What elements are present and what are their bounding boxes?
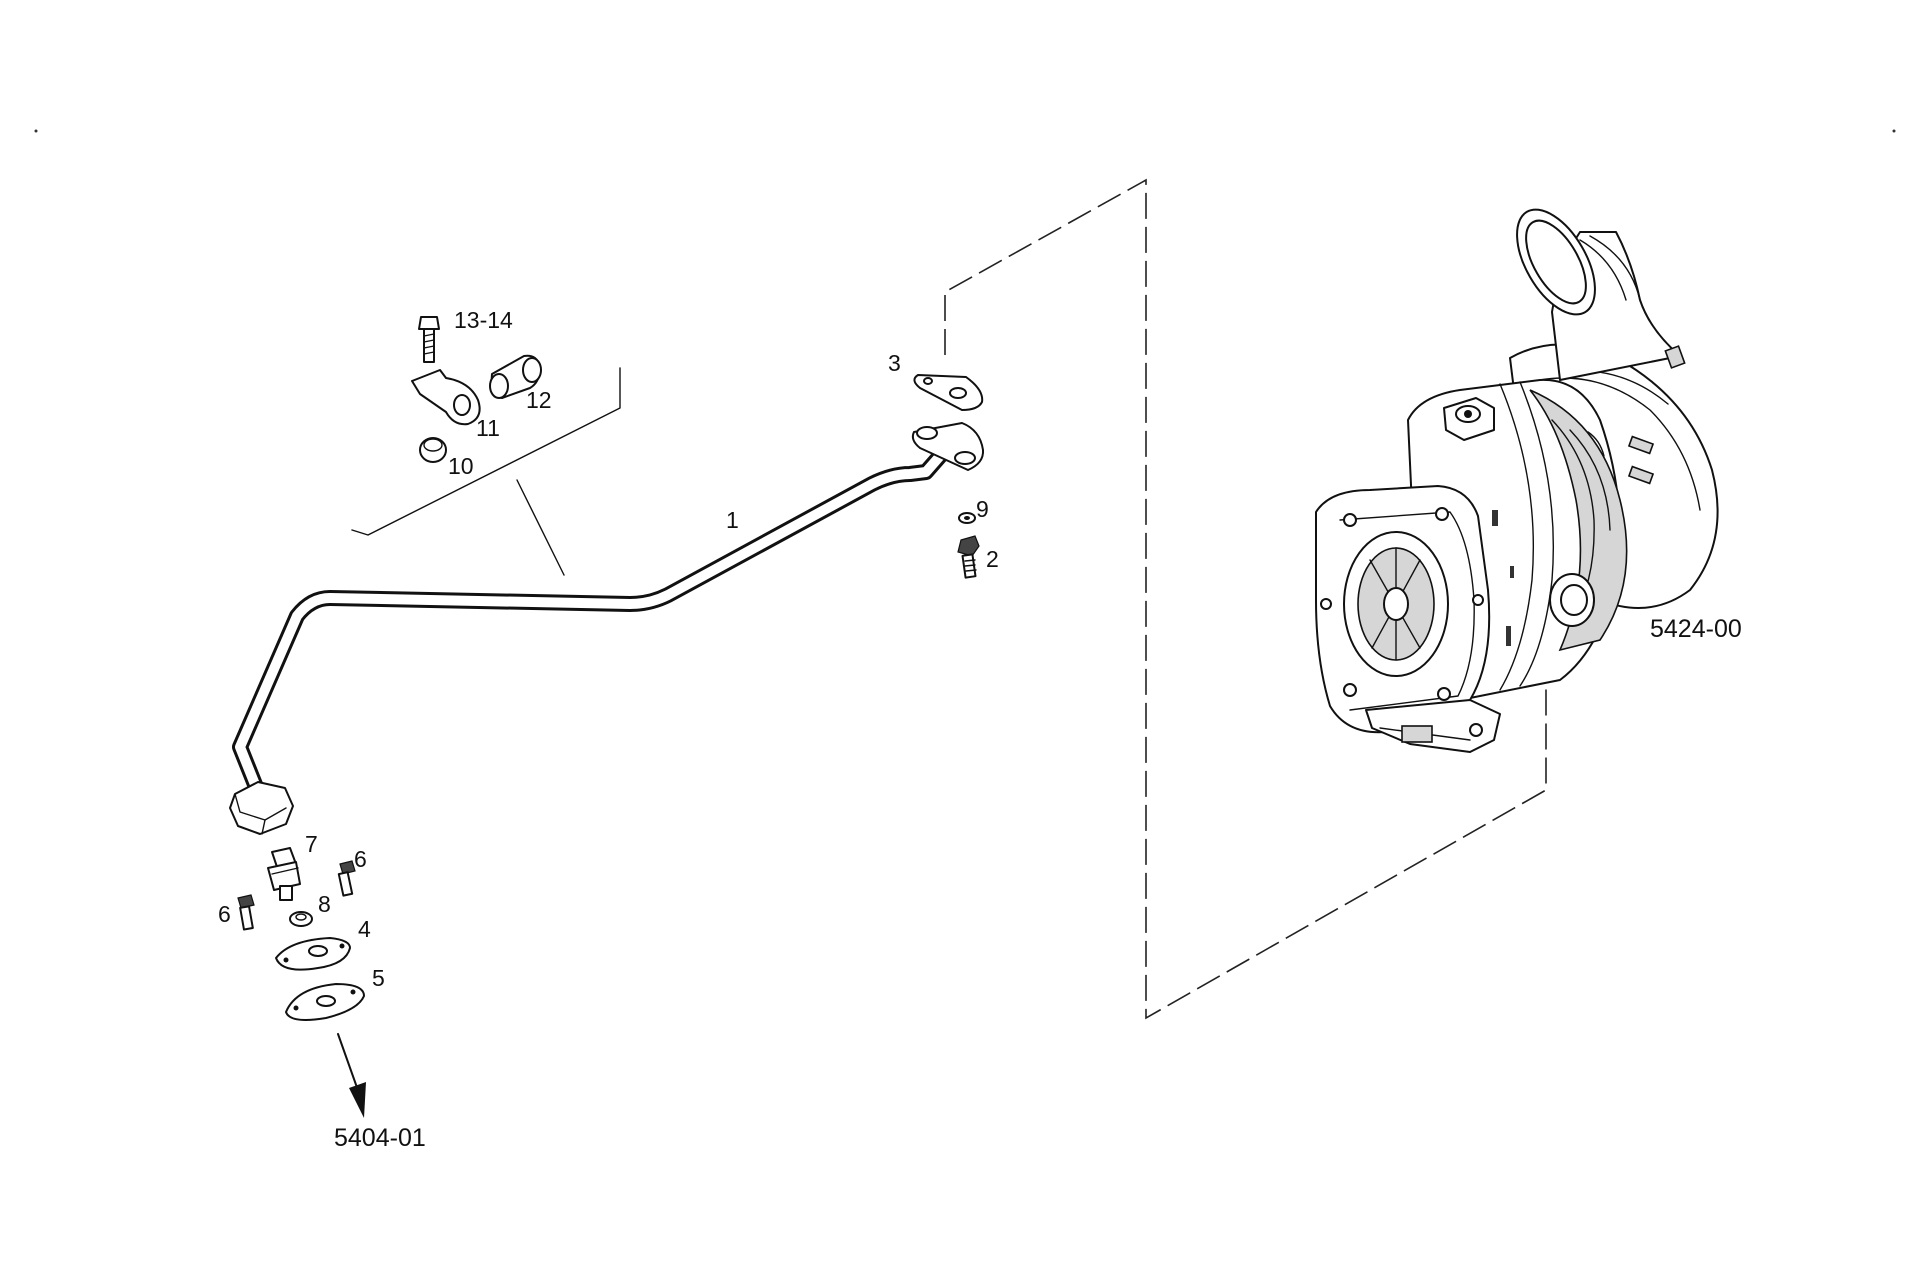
label-ref-turbo: 5424-00 [1650, 615, 1742, 643]
bolt-13-14 [418, 316, 440, 363]
label-part-2: 2 [986, 546, 999, 572]
fitting-7 [267, 847, 301, 901]
label-part-9: 9 [976, 496, 989, 522]
label-part-12: 12 [526, 387, 552, 413]
label-part-3: 3 [888, 350, 901, 376]
gasket-5 [285, 983, 365, 1021]
washer-8 [289, 911, 313, 927]
turbocharger [1315, 208, 1719, 753]
bolt-6-right [337, 860, 356, 897]
bolt-6-left [237, 894, 255, 931]
label-part-10: 10 [448, 453, 474, 479]
label-part-6-left: 6 [218, 901, 231, 927]
clamp-11 [411, 369, 481, 426]
label-part-7: 7 [305, 831, 318, 857]
ring-10 [419, 437, 447, 463]
label-part-5: 5 [372, 965, 385, 991]
pipe-flange-upper [911, 422, 985, 471]
label-part-11: 11 [476, 415, 500, 441]
gasket-4 [275, 937, 351, 971]
oil-pipe [232, 432, 962, 810]
bolt-2 [957, 535, 980, 579]
label-ref-lower: 5404-01 [334, 1124, 426, 1152]
pipe-hex-nut [229, 781, 294, 835]
label-part-6-right: 6 [354, 846, 367, 872]
fitting-group-bracket [351, 367, 621, 576]
label-part-1: 1 [726, 507, 739, 533]
assembly-dashed-lines [944, 178, 1547, 1020]
washer-9 [958, 512, 976, 524]
label-part-8: 8 [318, 891, 331, 917]
sleeve-12 [489, 354, 542, 399]
corner-mark-right [1892, 129, 1896, 133]
corner-mark-left [34, 129, 38, 133]
reference-arrow [337, 1033, 366, 1118]
label-part-13-14: 13-14 [454, 307, 513, 333]
labels: 1 2 3 4 5 6 6 7 8 9 10 11 12 13-14 5404-… [218, 307, 1742, 1152]
gasket-3 [913, 374, 984, 411]
label-part-4: 4 [358, 916, 371, 942]
